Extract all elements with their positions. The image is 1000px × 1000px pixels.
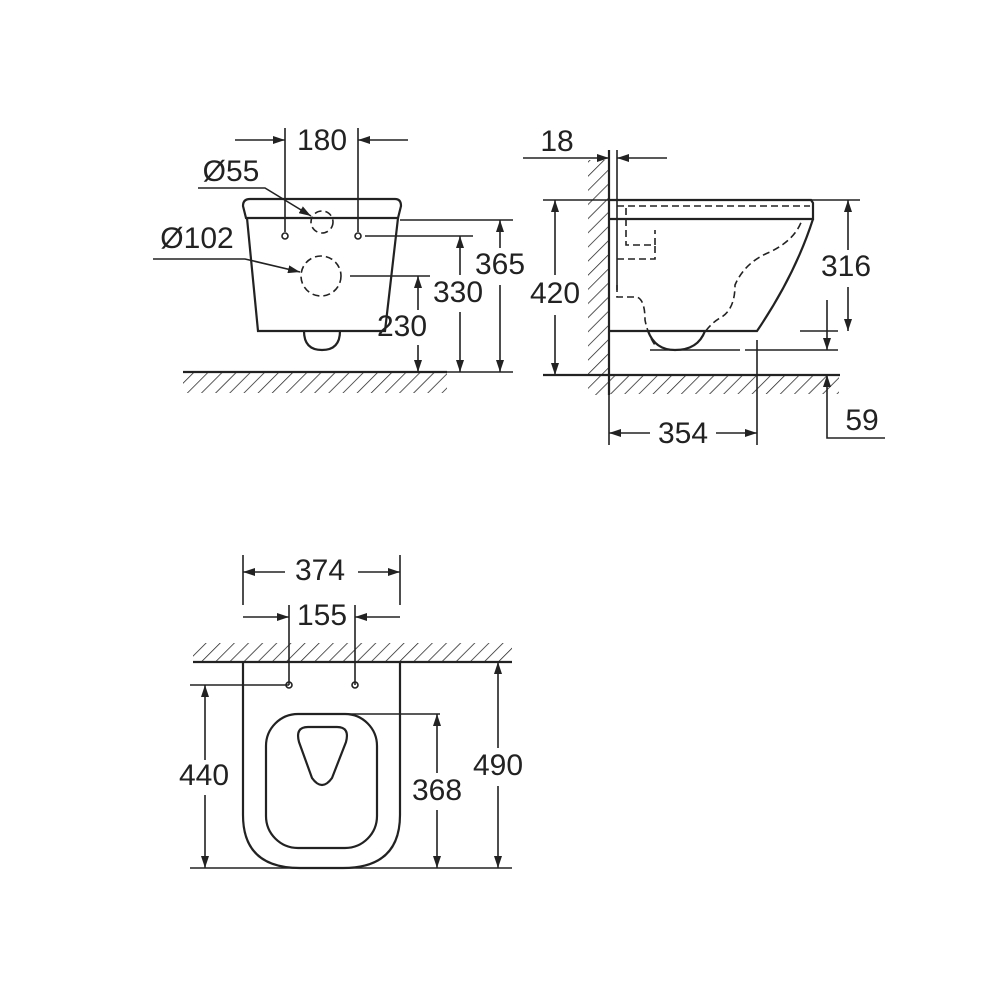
dim-155: 155 [297, 599, 347, 632]
dim-180: 180 [297, 124, 347, 157]
dim-368: 368 [412, 774, 462, 807]
outlet-circle [300, 255, 342, 297]
dim-330: 330 [433, 276, 483, 309]
dim-354: 354 [658, 417, 708, 450]
dim-inlet-diameter: Ø55 [203, 155, 260, 188]
mount-hole-left [281, 232, 289, 240]
dim-440: 440 [179, 759, 229, 792]
outlet-bulge-side [646, 330, 707, 352]
dim-490: 490 [473, 749, 523, 782]
outlet-bulge [302, 330, 342, 352]
toilet-body [245, 217, 400, 333]
dim-374: 374 [295, 554, 345, 587]
front-view: 180 Ø55 Ø102 230 330 365 [153, 124, 525, 393]
bowl-opening [296, 725, 349, 787]
wall-hatching [193, 643, 512, 662]
dim-outlet-diameter: Ø102 [160, 222, 233, 255]
wall-hatching [588, 160, 609, 395]
dim-59: 59 [845, 404, 878, 437]
top-view: 374 155 440 368 490 [179, 554, 523, 870]
toilet-rim-side [609, 198, 815, 221]
toilet-rim [241, 197, 403, 220]
inlet-circle [310, 210, 334, 234]
mount-hole-right [354, 232, 362, 240]
floor-hatching [609, 376, 839, 394]
toilet-body-side [609, 218, 815, 333]
side-view: 18 420 316 59 354 [523, 125, 885, 450]
inner-bowl-hidden [616, 219, 803, 346]
dim-365: 365 [475, 248, 525, 281]
dim-18: 18 [540, 125, 573, 158]
dim-420: 420 [530, 277, 580, 310]
floor-hatching [183, 373, 447, 393]
dim-230: 230 [377, 310, 427, 343]
toilet-seat [264, 712, 379, 850]
dim-316: 316 [821, 250, 871, 283]
